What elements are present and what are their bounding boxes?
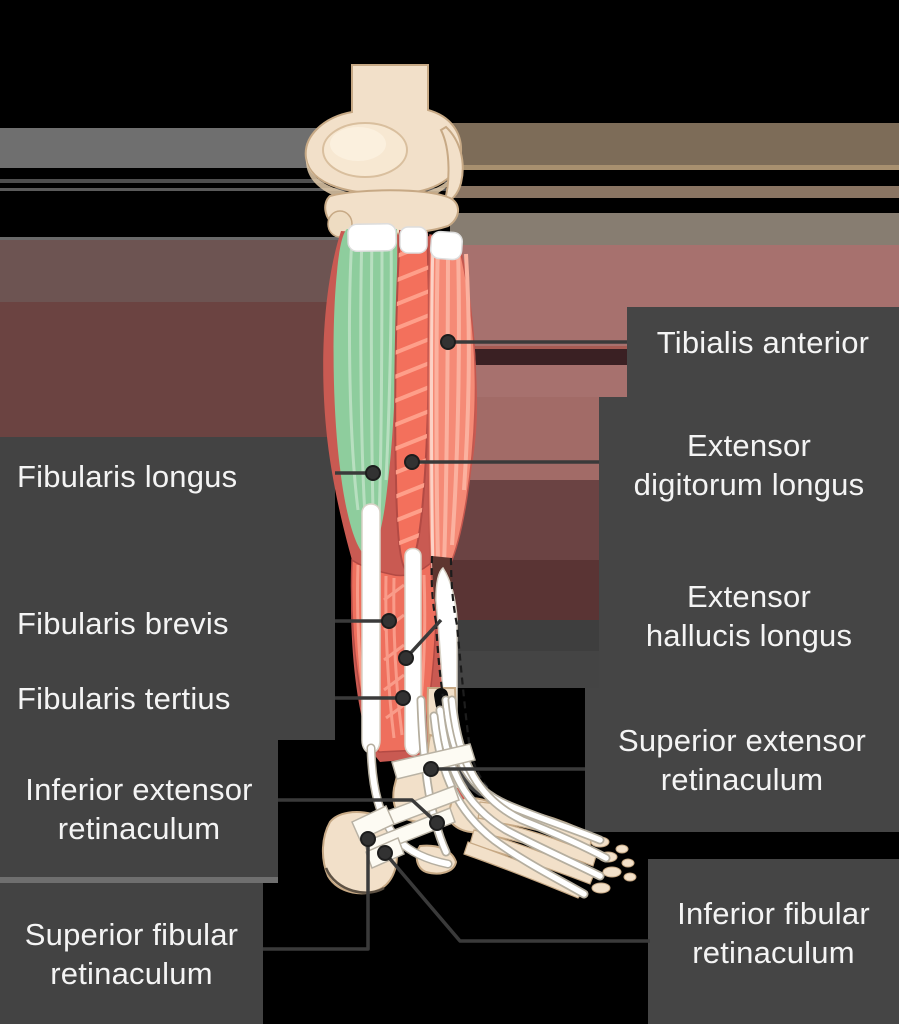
label-inferior-extensor-retinaculum-line1: Inferior extensor: [25, 771, 253, 807]
dot-fibularis-brevis: [381, 613, 397, 629]
dot-superior-extensor-retinaculum: [423, 761, 439, 777]
band-gray-block2: [452, 651, 599, 688]
band-thin-stripe-left2: [0, 188, 450, 191]
tibialis-anterior-muscle: [427, 234, 477, 583]
band-tan-right: [450, 123, 899, 168]
superior-fibular-retinaculum-band: [351, 804, 395, 842]
label-extensor-hallucis-longus-line1: Extensor: [687, 578, 811, 614]
extensor-digitorum-longus-muscle: [394, 229, 431, 572]
connector-inferior-extensor-retinaculum: [278, 798, 439, 825]
band-thin-stripe-right: [450, 186, 899, 198]
femur-bone: [304, 64, 463, 206]
label-box-inferior-extensor-retinaculum: Inferior extensor retinaculum: [0, 740, 278, 877]
dot-extensor-digitorum-longus: [404, 454, 420, 470]
band-red-line-right: [450, 346, 627, 349]
label-superior-extensor-retinaculum-line1: Superior extensor: [617, 723, 867, 758]
band-thin-gray-left: [0, 237, 450, 240]
panel-separator: [0, 877, 278, 883]
label-inferior-fibular-retinaculum-line1: Inferior fibular: [677, 895, 870, 931]
label-fibularis-brevis: Fibularis brevis: [17, 606, 229, 641]
label-box-extensor-digitorum-longus: Extensor digitorum longus: [599, 397, 899, 533]
label-box-extensor-hallucis-longus: Extensor hallucis longus: [599, 533, 899, 688]
label-inferior-fibular-retinaculum-line2: retinaculum: [692, 934, 855, 970]
label-tibialis-anterior: Tibialis anterior: [656, 324, 870, 360]
label-extensor-digitorum-longus-line2: digitorum longus: [633, 467, 865, 502]
label-extensor-hallucis-longus-line2: hallucis longus: [645, 617, 853, 653]
left-label-panel: Fibularis longus Fibularis brevis Fibula…: [0, 437, 335, 740]
connector-superior-fibular-retinaculum: [263, 839, 370, 951]
band-gray-block1: [437, 620, 599, 651]
band-tan-edge: [450, 165, 899, 170]
band-darkstripe-right: [450, 349, 627, 365]
label-box-inferior-fibular-retinaculum: Inferior fibular retinaculum: [648, 859, 899, 1024]
label-superior-fibular-retinaculum-line1: Superior fibular: [24, 916, 239, 952]
dot-inferior-fibular-retinaculum: [377, 845, 393, 861]
band-thin-stripe-left1: [0, 179, 450, 183]
band-maroon-low: [450, 560, 599, 620]
tendon-caps: [347, 222, 464, 261]
dot-fibularis-longus: [365, 465, 381, 481]
fibularis-longus-tendon: [361, 503, 381, 754]
label-fibularis-tertius: Fibularis tertius: [17, 681, 231, 716]
heel-outline: [324, 867, 385, 894]
band-warmgray-right: [450, 213, 899, 245]
connector-inferior-fibular-retinaculum: [383, 851, 650, 943]
label-inferior-extensor-retinaculum-line2: retinaculum: [57, 810, 221, 846]
label-superior-extensor-retinaculum-line2: retinaculum: [660, 762, 824, 797]
dot-inferior-extensor-retinaculum: [429, 815, 445, 831]
label-superior-fibular-retinaculum-line2: retinaculum: [50, 955, 213, 991]
label-box-superior-fibular-retinaculum: Superior fibular retinaculum: [0, 883, 263, 1024]
label-extensor-digitorum-longus-line1: Extensor: [687, 428, 811, 463]
label-box-superior-extensor-retinaculum: Superior extensor retinaculum: [585, 688, 899, 832]
dot-fibularis-tertius: [395, 690, 411, 706]
connector-extensor-hallucis-longus: [404, 618, 443, 660]
dot-extensor-hallucis-longus: [398, 650, 414, 666]
dot-tibialis-anterior: [440, 334, 456, 350]
band-maroon-mid: [450, 480, 599, 560]
dot-superior-fibular-retinaculum: [360, 831, 376, 847]
label-fibularis-longus: Fibularis longus: [17, 459, 238, 494]
label-box-tibialis-anterior: Tibialis anterior: [627, 307, 899, 397]
